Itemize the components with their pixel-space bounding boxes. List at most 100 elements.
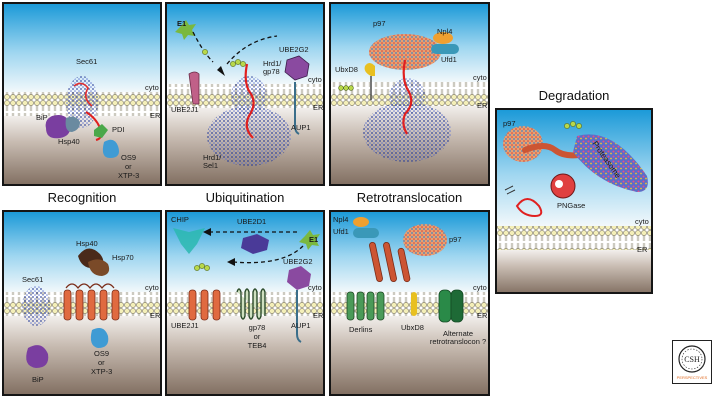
ube2g2-enzyme (284, 55, 310, 81)
hsp40-label: Hsp40 (58, 137, 80, 146)
panel-art (497, 110, 651, 292)
alternate-retrotranslocon (438, 289, 464, 323)
ufd1-label: Ufd1 (441, 55, 457, 64)
er-label: ER (150, 311, 161, 320)
ubiquitin-chain (202, 49, 246, 67)
os9-label: OS9 (121, 153, 137, 162)
bip-chaperone (45, 115, 71, 139)
ube2d1-label: UBE2D1 (237, 217, 267, 226)
ufd1-cofactor (431, 44, 459, 54)
ube2j1-enzyme (188, 71, 200, 105)
aup1-label: AUP1 (291, 123, 311, 132)
pngase-enzyme (550, 173, 576, 199)
cyto-label: cyto (473, 73, 487, 82)
cyto-label: cyto (308, 75, 322, 84)
panel-retrotranslocation-top: p97 Npl4 Ufd1 UbxD8 cyto ER (329, 2, 490, 186)
or-label: or (125, 162, 132, 171)
teb4-label: TEB4 (247, 341, 267, 350)
csh-perspectives-logo: CSH PERSPECTIVES (672, 340, 712, 384)
hsp70-label: Hsp70 (112, 253, 134, 262)
aup1-protein (296, 290, 302, 343)
or-label: or (253, 332, 261, 341)
e1-enzyme (299, 230, 320, 250)
ubxd8-protein (364, 63, 375, 76)
os9-lectin (90, 328, 109, 348)
degraded-substrate (515, 198, 543, 218)
logo-subtext: PERSPECTIVES (677, 375, 708, 380)
substrate-tm-helices (63, 289, 120, 321)
er-label: ER (477, 311, 488, 320)
xtp3-label: XTP-3 (118, 171, 140, 180)
pdi-protein (94, 124, 108, 138)
hrd1-gp78-label: Hrd1/ gp78 (263, 59, 282, 76)
p97-label: p97 (373, 19, 386, 28)
er-label: ER (477, 101, 488, 110)
ubxd8-label: UbxD8 (401, 323, 424, 332)
ubxd8-protein (411, 292, 417, 316)
panel-ubiquitination-bottom: CHIP UBE2D1 E1 UBE2G2 cyto ER UBE2J1 gp7… (165, 210, 325, 396)
ufd1-cofactor (353, 228, 379, 238)
cyto-label: cyto (145, 83, 159, 92)
cyto-label: cyto (308, 283, 322, 292)
stage-label-retrotranslocation: Retrotranslocation (356, 190, 463, 205)
hrd1-complex (207, 63, 291, 166)
pdi-label: PDI (112, 125, 125, 134)
panel-recognition-bottom: Hsp40 Hsp70 Sec61 cyto ER BiP OS9 or XTP… (2, 210, 162, 396)
alternate-retrotranslocon-label: Alternate retrotranslocon ? (429, 329, 487, 346)
er-label: ER (313, 311, 324, 320)
bip-label: BiP (36, 113, 48, 122)
ubxd8-label: UbxD8 (335, 65, 358, 74)
panel-recognition-top: Sec61 cyto ER BiP Hsp40 PDI OS9 or XTP-3 (2, 2, 162, 186)
e1-label: E1 (309, 235, 319, 244)
cyto-label: cyto (473, 283, 487, 292)
bip-chaperone (26, 345, 49, 368)
p97-atpase (403, 224, 447, 256)
substrate-tm-helices (369, 241, 411, 283)
panel-art (4, 4, 160, 184)
chip-ligase (173, 228, 205, 254)
panel-art (4, 212, 160, 394)
xtp3-label: XTP-3 (91, 367, 113, 376)
npl4-cofactor (353, 217, 369, 227)
p97-label: p97 (449, 235, 462, 244)
substrate-helix (522, 143, 588, 159)
cyto-label: cyto (145, 283, 159, 292)
npl4-label: Npl4 (437, 27, 453, 36)
hsp70-chaperone (88, 259, 110, 276)
substrate-tm-helices (188, 289, 221, 321)
p97-atpase (369, 34, 441, 70)
sec61-label: Sec61 (76, 57, 98, 66)
gp78-label: gp78 (248, 323, 266, 332)
er-label: ER (150, 111, 161, 120)
os9-label: OS9 (94, 349, 110, 358)
aup1-protein (294, 82, 300, 135)
gp78-ligase (236, 288, 266, 320)
e1-enzyme (175, 20, 196, 40)
panel-art (331, 212, 488, 394)
hrd1-sel1-label: Hrd1/ Sel1 (203, 153, 222, 170)
stage-label-ubiquitination: Ubiquitination (205, 190, 285, 205)
npl4-label: Npl4 (333, 215, 349, 224)
pngase-label: PNGase (557, 201, 586, 210)
panel-degradation: p97 Proteasome PNGase cyto ER (495, 108, 653, 294)
ube2g2-enzyme (287, 266, 311, 290)
cyto-label: cyto (635, 217, 649, 226)
bip-label: BiP (32, 375, 44, 384)
os9-lectin (102, 139, 119, 158)
er-label: ER (313, 103, 324, 112)
panel-ubiquitination-top: E1 Hrd1/ gp78 UBE2G2 cyto ER UBE2J1 AUP1… (165, 2, 325, 186)
e1-label: E1 (177, 19, 187, 28)
logo-text: CSH (684, 355, 700, 364)
stage-label-degradation: Degradation (538, 88, 610, 103)
sec61-label: Sec61 (22, 275, 44, 284)
panel-art (331, 4, 488, 184)
ube2j1-label: UBE2J1 (171, 321, 199, 330)
stage-label-recognition: Recognition (47, 190, 117, 205)
panel-art (167, 4, 323, 184)
proteasome (573, 134, 648, 192)
logo-emblem: CSH PERSPECTIVES (677, 345, 708, 380)
p97-atpase (503, 126, 543, 162)
p97-label: p97 (503, 119, 516, 128)
ufd1-label: Ufd1 (333, 227, 349, 236)
ube2g2-label: UBE2G2 (283, 257, 313, 266)
